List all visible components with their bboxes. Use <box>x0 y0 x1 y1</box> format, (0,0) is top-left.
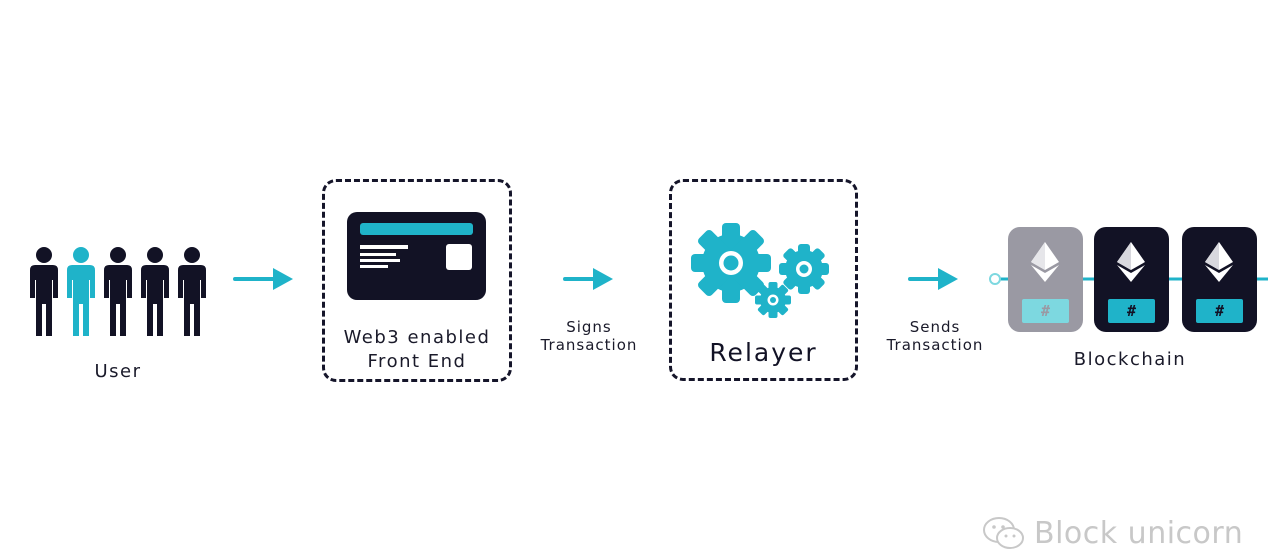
blockchain-label: Blockchain <box>1073 349 1187 370</box>
signs-label-line2: Transaction <box>540 336 638 354</box>
person-highlight-icon <box>67 247 95 336</box>
person-icon <box>178 247 206 336</box>
signs-transaction-label: Signs Transaction <box>530 318 648 354</box>
signs-label-line1: Signs <box>566 318 612 336</box>
person-icon <box>141 247 169 336</box>
arrow-right-icon <box>233 268 293 290</box>
gears-icon <box>691 223 829 318</box>
block-pending: # <box>1008 227 1083 332</box>
frontend-box <box>322 179 512 382</box>
sends-label-line1: Sends <box>909 318 961 336</box>
relayer-label: Relayer <box>709 338 818 367</box>
gear-icon <box>755 282 791 318</box>
browser-window-icon <box>347 212 486 300</box>
frontend-label-line1: Web3 enabled <box>343 327 491 348</box>
block-hash: # <box>1196 299 1243 323</box>
arrow-right-icon <box>563 268 613 290</box>
gear-icon <box>779 244 829 294</box>
person-icon <box>30 247 58 336</box>
frontend-label: Web3 enabled Front End <box>322 326 512 374</box>
wechat-logo-icon <box>983 517 1024 549</box>
users-group-icon <box>30 247 206 336</box>
relayer-box <box>669 179 858 381</box>
frontend-label-line2: Front End <box>367 351 467 372</box>
block-confirmed: # <box>1094 227 1169 332</box>
block-hash: # <box>1022 299 1069 323</box>
arrow-right-icon <box>908 268 958 290</box>
watermark-text: Block unicorn <box>1034 516 1244 551</box>
user-label: User <box>94 361 142 382</box>
sends-transaction-label: Sends Transaction <box>876 318 994 354</box>
gear-icon <box>691 223 771 303</box>
ethereum-icon <box>1117 242 1145 282</box>
block-hash: # <box>1108 299 1155 323</box>
ethereum-icon <box>1031 242 1059 282</box>
ethereum-icon <box>1205 242 1233 282</box>
sends-label-line2: Transaction <box>886 336 984 354</box>
person-icon <box>104 247 132 336</box>
block-confirmed: # <box>1182 227 1257 332</box>
